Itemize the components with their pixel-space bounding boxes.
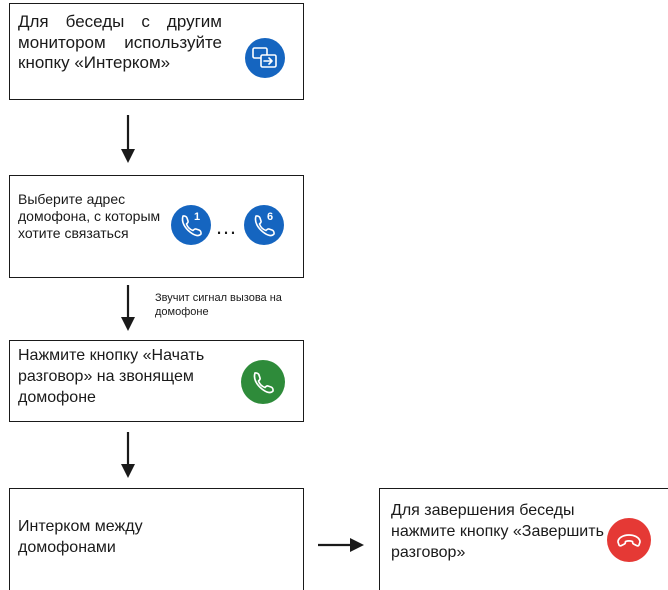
- address-1-button[interactable]: 1: [171, 205, 211, 245]
- end-call-text: Для завершения беседы нажмите кнопку «За…: [391, 502, 604, 561]
- ellipsis: …: [215, 214, 237, 239]
- intercom-step-text: Для беседы с другим монитором используйт…: [18, 12, 222, 73]
- choose-address-text: Выберите адрес домофона, с которым хотит…: [18, 191, 161, 242]
- phone-icon: [181, 215, 202, 237]
- start-call-text: Нажмите кнопку «Начать разговор» на звон…: [18, 347, 205, 406]
- flow-arrow-1: [121, 115, 135, 163]
- phone-icon: [253, 372, 274, 394]
- address-6-button[interactable]: 6: [244, 205, 284, 245]
- flow-arrow-2: [121, 285, 135, 331]
- end-call-button[interactable]: [607, 518, 651, 562]
- phone-icon: [254, 215, 275, 237]
- address-1-number: 1: [194, 211, 201, 223]
- intercom-icon: [252, 47, 277, 68]
- intercom-between-text: Интерком между домофонами: [18, 518, 143, 556]
- intercom-button-icon[interactable]: [245, 38, 285, 78]
- end-call-box: [379, 488, 668, 590]
- start-call-button[interactable]: [241, 360, 285, 404]
- flow-arrow-3: [121, 432, 135, 478]
- call-signal-note: Звучит сигнал вызова на домофоне: [155, 292, 282, 319]
- address-6-number: 6: [267, 211, 274, 223]
- hangup-icon: [617, 534, 641, 547]
- intercom-between-box: [9, 488, 304, 590]
- flow-arrow-4: [318, 538, 364, 552]
